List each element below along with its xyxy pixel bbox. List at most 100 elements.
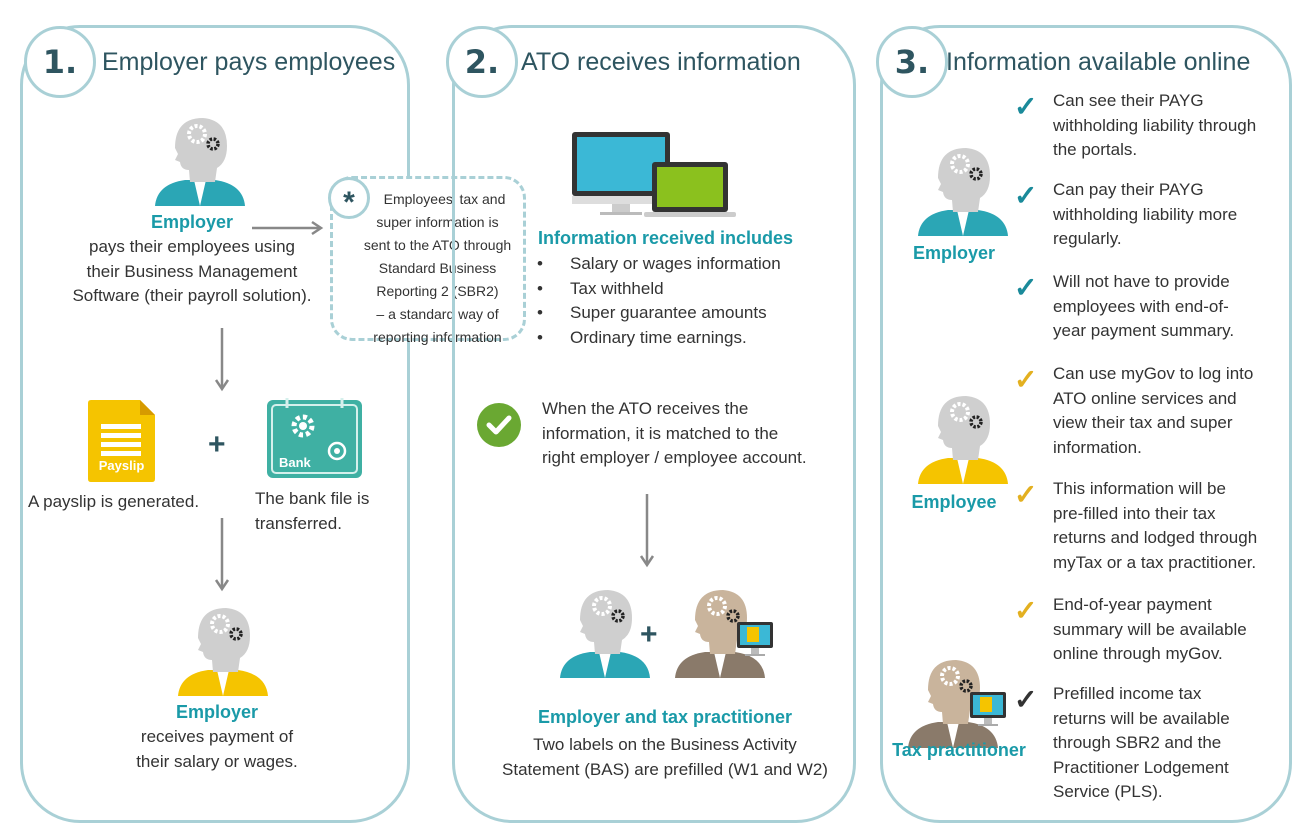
bullet-text: Super guarantee amounts [570, 303, 767, 322]
text-line: online through myGov. [1053, 644, 1223, 663]
panel-employer-pays [20, 25, 410, 823]
text-line: Software (their payroll solution). [72, 286, 312, 305]
employer-description: pays their employees using their Busines… [22, 235, 362, 309]
employee-person-icon [908, 388, 1018, 493]
benefit-item: Can pay their PAYG withholding liability … [1053, 178, 1237, 252]
text-line: Reporting 2 (SBR2) [376, 283, 499, 299]
employer-person-icon [145, 110, 255, 215]
text-line: returns will be available [1053, 708, 1230, 728]
text-line: Two labels on the Business Activity [533, 735, 797, 754]
text-line: Statement (BAS) are prefilled (W1 and W2… [502, 759, 828, 779]
text-line: receives payment of [140, 727, 294, 746]
includes-heading: Information received includes [538, 228, 794, 248]
bullet-text: Ordinary time earnings. [570, 327, 747, 347]
check-icon: ✓ [1014, 91, 1038, 122]
text-line: their salary or wages. [136, 751, 298, 771]
matched-check-icon [477, 403, 521, 447]
step-number-3: 3. [876, 26, 948, 98]
text-line: year payment summary. [1053, 321, 1235, 340]
match-text: When the ATO receives the information, i… [542, 397, 807, 471]
text-line: reporting information [373, 329, 502, 345]
employee-description: receives payment of their salary or wage… [67, 725, 367, 774]
panel2-title: ATO receives information [521, 48, 801, 76]
text-line: myTax or a tax practitioner. [1053, 552, 1257, 572]
text-line: Practitioner Lodgement [1053, 757, 1229, 777]
bullet-item: •Ordinary time earnings. [537, 327, 747, 347]
text-line: the portals. [1053, 140, 1138, 159]
arrow-down-icon [639, 494, 655, 568]
text-line: regularly. [1053, 229, 1122, 248]
check-icon: ✓ [1014, 272, 1038, 303]
asterisk-symbol: * [343, 186, 355, 219]
check-icon: ✓ [1014, 180, 1038, 211]
check-icon: ✓ [1014, 595, 1038, 626]
practitioner-label: Tax practitioner [892, 740, 1026, 760]
text-line: view their tax and super [1053, 413, 1233, 432]
bank-icon: Bank [267, 398, 362, 478]
text-line: returns and lodged through [1053, 528, 1258, 547]
arrow-down-icon [214, 518, 230, 592]
text-line: Can pay their PAYG [1053, 180, 1204, 199]
employee-label: Employer [175, 702, 259, 722]
text-line: Will not have to provide [1053, 272, 1230, 291]
check-icon: ✓ [1014, 684, 1038, 715]
bank-text: The bank file is transferred. [255, 487, 369, 536]
plus-sign: + [640, 618, 658, 651]
tax-practitioner-icon [898, 652, 1008, 757]
payslip-text: A payslip is generated. [28, 492, 200, 511]
text-line: – a standard way of [376, 306, 499, 322]
panel-info-online [880, 25, 1292, 823]
asterisk-icon: * [328, 177, 370, 219]
practitioner-text: Two labels on the Business Activity Stat… [470, 733, 860, 782]
bank-icon-label: Bank [279, 455, 311, 470]
text-line: Employees' tax and [383, 191, 506, 207]
benefit-item: This information will be pre-filled into … [1053, 477, 1257, 575]
text-line: When the ATO receives the [542, 399, 749, 418]
text-line: Can see their PAYG [1053, 91, 1204, 110]
text-line: employees with end-of- [1053, 296, 1229, 316]
payslip-icon-label: Payslip [98, 458, 145, 473]
check-icon: ✓ [1014, 364, 1038, 395]
benefit-item: Can see their PAYG withholding liability … [1053, 89, 1256, 163]
info-bullet-list: •Salary or wages information •Tax withhe… [537, 252, 781, 350]
bullet-item: •Super guarantee amounts [537, 303, 767, 322]
sbr2-note-text: Employees' tax and super information is … [345, 188, 530, 349]
panel3-title: Information available online [946, 48, 1251, 76]
text-line: Can use myGov to log into [1053, 364, 1254, 383]
text-line: their Business Management [86, 261, 298, 281]
panel-ato-receives [452, 25, 856, 823]
text-line: withholding liability through [1053, 115, 1257, 135]
employer-label: Employer [150, 212, 234, 232]
benefit-item: Will not have to provide employees with e… [1053, 270, 1234, 344]
text-line: information. [1053, 437, 1142, 457]
employee-label: Employee [911, 492, 997, 512]
check-icon: ✓ [1014, 479, 1038, 510]
text-line: Standard Business [378, 260, 497, 276]
practitioner-heading: Employer and tax practitioner [537, 707, 793, 727]
text-line: Prefilled income tax [1053, 684, 1202, 703]
text-line: withholding liability more [1053, 204, 1238, 224]
bullet-text: Salary or wages information [570, 254, 781, 273]
text-line: End-of-year payment [1053, 595, 1212, 614]
text-line: through SBR2 and the [1053, 733, 1222, 752]
benefit-item: Prefilled income tax returns will be avai… [1053, 682, 1230, 805]
text-line: pre-filled into their tax [1053, 503, 1216, 523]
text-line: super information is [376, 214, 499, 230]
payslip-icon: Payslip [88, 400, 155, 482]
arrow-down-icon [214, 328, 230, 392]
text-line: The bank file is [255, 489, 370, 508]
employer-label: Employer [912, 243, 996, 263]
text-line: information, it is matched to the [542, 423, 779, 443]
panel1-title: Employer pays employees [102, 48, 396, 76]
text-line: This information will be [1053, 479, 1226, 498]
text-line: Service (PLS). [1053, 782, 1163, 801]
employer-person-icon [908, 140, 1018, 245]
text-line: right employer / employee account. [542, 448, 807, 467]
text-line: pays their employees using [88, 237, 295, 256]
text-line: ATO online services and [1053, 388, 1237, 408]
employee-person-icon [168, 600, 278, 705]
bullet-item: •Tax withheld [537, 278, 664, 298]
text-line: sent to the ATO through [363, 237, 512, 253]
